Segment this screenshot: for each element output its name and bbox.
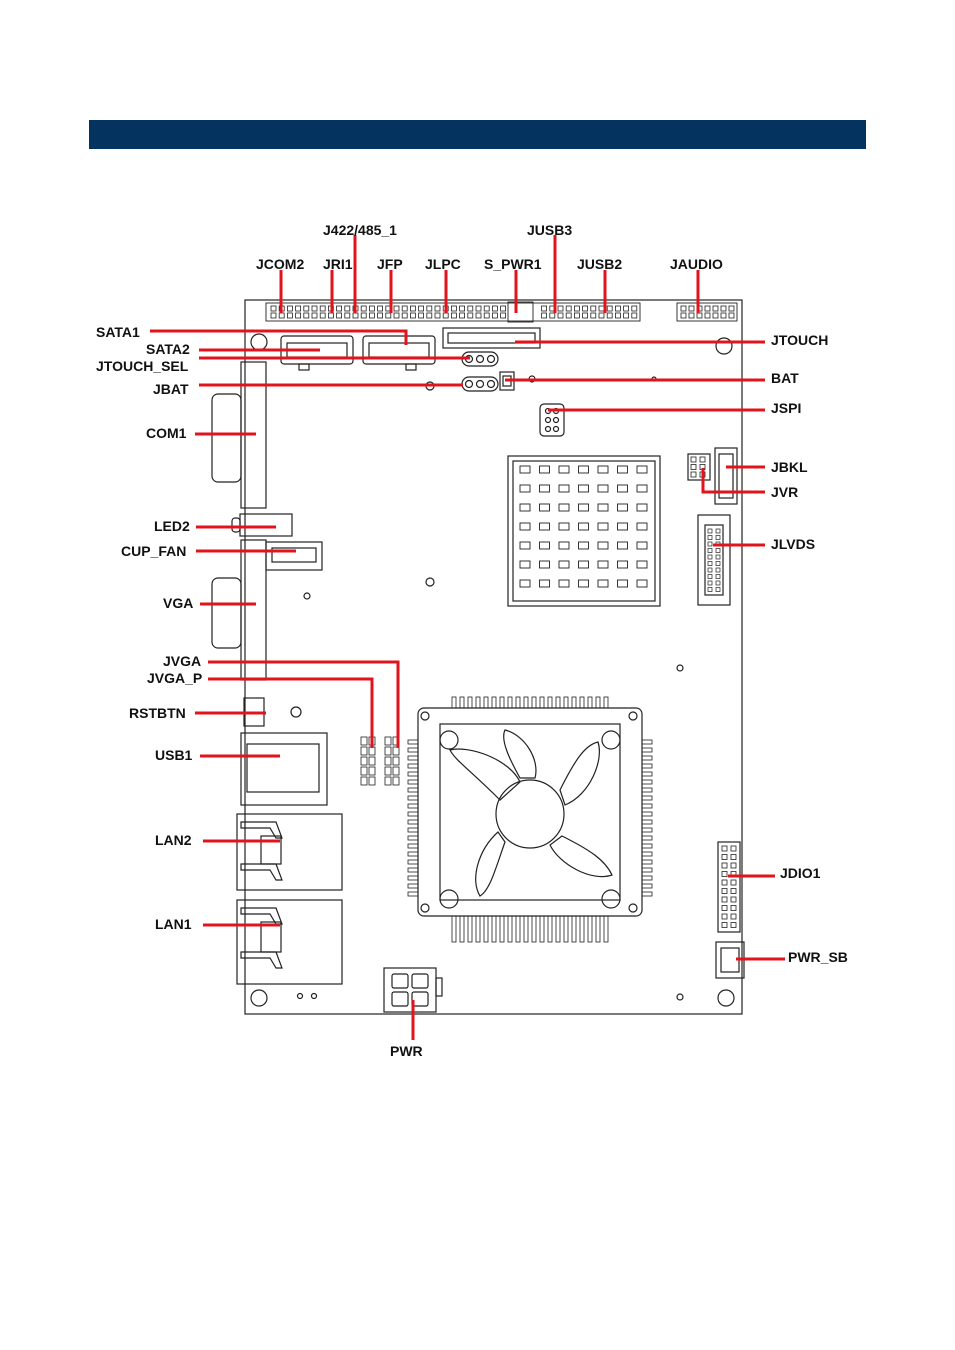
- label-led2: LED2: [154, 518, 190, 534]
- screw-point: [677, 994, 683, 1000]
- label-jfp: JFP: [377, 256, 403, 272]
- led2: [240, 514, 292, 536]
- sata1-slot: [369, 343, 429, 357]
- label-jdio1: JDIO1: [780, 865, 821, 881]
- label-j422-485-1: J422/485_1: [323, 222, 397, 238]
- label-lan2: LAN2: [155, 832, 192, 848]
- vga-dsub: [212, 578, 241, 648]
- label-rstbtn: RSTBTN: [129, 705, 186, 721]
- label-s-pwr1: S_PWR1: [484, 256, 542, 272]
- screw-point: [677, 665, 683, 671]
- label-com1: COM1: [146, 425, 187, 441]
- label-jvga-p: JVGA_P: [147, 670, 202, 686]
- board-outline: [245, 300, 742, 1014]
- label-pwr-sb: PWR_SB: [788, 949, 848, 965]
- label-jlpc: JLPC: [425, 256, 461, 272]
- mounting-hole: [251, 990, 267, 1006]
- label-jspi: JSPI: [771, 400, 801, 416]
- jtouch-connector: [443, 328, 540, 348]
- label-lan1: LAN1: [155, 916, 192, 932]
- sata-latch: [406, 364, 416, 370]
- leader-jvga: [208, 662, 398, 748]
- label-jbkl: JBKL: [771, 459, 808, 475]
- label-jvr: JVR: [771, 484, 798, 500]
- label-jvga: JVGA: [163, 653, 201, 669]
- sata1-connector: [363, 336, 435, 364]
- sata-latch: [299, 364, 309, 370]
- label-jusb2: JUSB2: [577, 256, 622, 272]
- label-usb1: USB1: [155, 747, 193, 763]
- screw-point: [304, 593, 310, 599]
- mounting-hole: [251, 334, 267, 350]
- screw-point: [312, 994, 317, 999]
- jdio1-header: [718, 842, 740, 932]
- mounting-hole: [718, 990, 734, 1006]
- cpu-fan-header: [266, 542, 322, 570]
- label-sata2: SATA2: [146, 341, 190, 357]
- label-jcom2: JCOM2: [256, 256, 304, 272]
- label-jtouch-sel: JTOUCH_SEL: [96, 358, 189, 374]
- top-header-pins: [271, 306, 734, 318]
- jlvds-connector: [698, 515, 730, 605]
- label-jri1: JRI1: [323, 256, 353, 272]
- label-vga: VGA: [163, 595, 193, 611]
- label-jlvds: JLVDS: [771, 536, 815, 552]
- jbkl-connector: [715, 448, 737, 504]
- lan1-connector: [237, 900, 342, 984]
- lan2-connector: [237, 814, 342, 890]
- label-pwr: PWR: [390, 1043, 423, 1059]
- label-jbat: JBAT: [153, 381, 189, 397]
- screw-point: [426, 578, 434, 586]
- label-jtouch: JTOUCH: [771, 332, 828, 348]
- fan-hub: [496, 780, 564, 848]
- leader-jvr: [703, 468, 765, 492]
- com1-dsub: [212, 394, 241, 482]
- jvga-header-pins: [361, 737, 399, 785]
- label-jaudio: JAUDIO: [670, 256, 723, 272]
- label-jusb3: JUSB3: [527, 222, 572, 238]
- screw-point: [298, 994, 303, 999]
- label-sata1: SATA1: [96, 324, 140, 340]
- heatsink-fins: [520, 466, 647, 587]
- mounting-hole: [716, 338, 732, 354]
- label-bat: BAT: [771, 370, 799, 386]
- label-cup-fan: CUP_FAN: [121, 543, 186, 559]
- cpu-cooler: [408, 697, 652, 942]
- board: [212, 300, 744, 1014]
- top-headers: [266, 302, 737, 322]
- jbat-jumper: [462, 377, 498, 391]
